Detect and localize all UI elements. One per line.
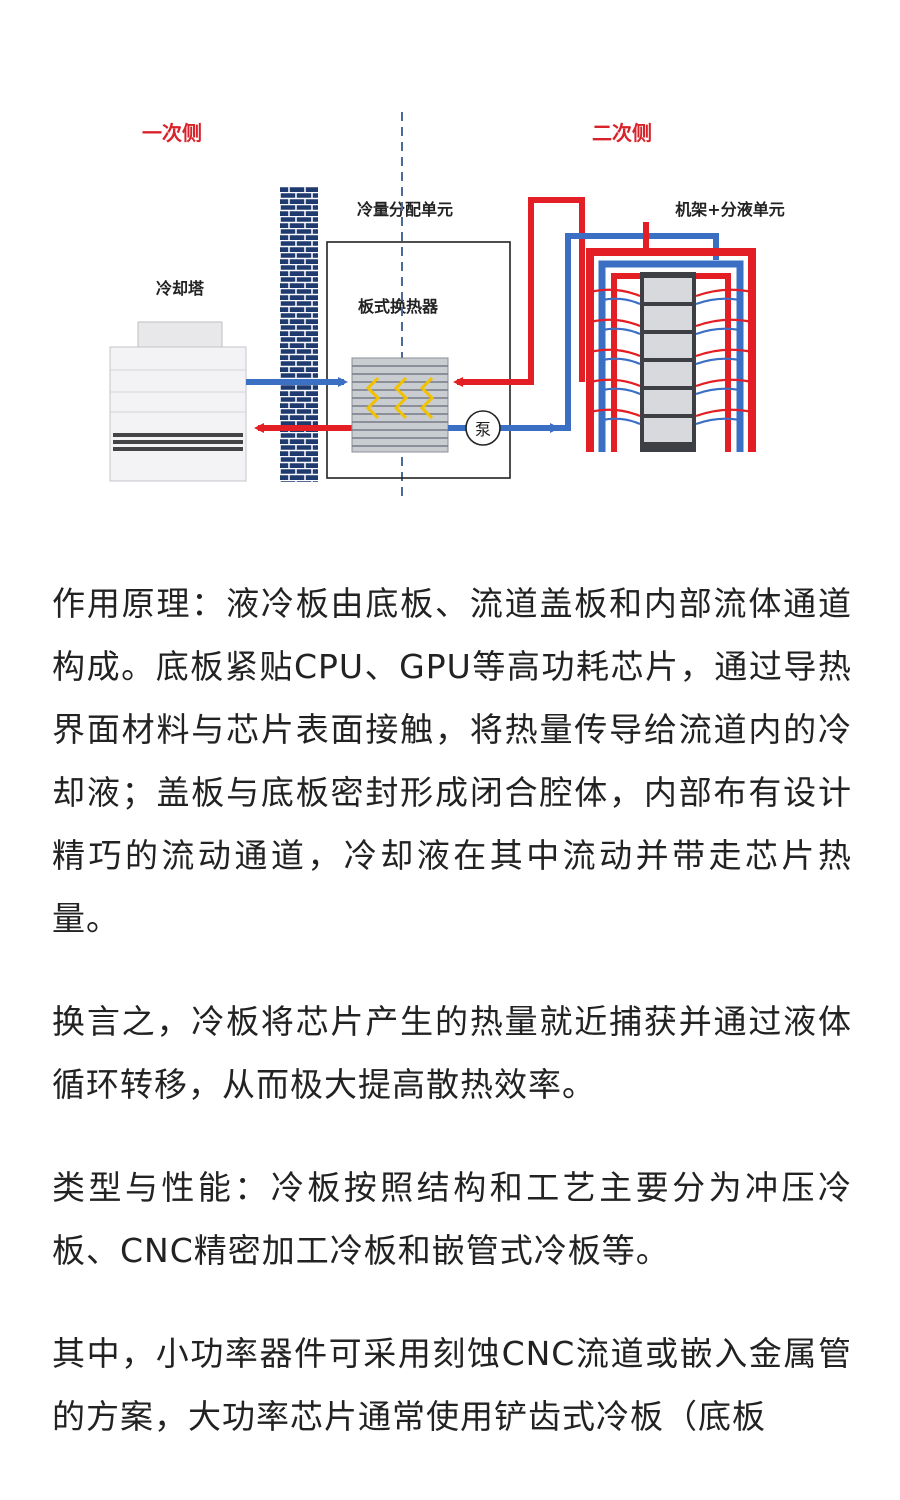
secondary-return-pipe xyxy=(453,197,585,387)
paragraph-summary: 换言之，冷板将芯片产生的热量就近捕获并通过液体循环转移，从而极大提高散热效率。 xyxy=(52,1002,852,1104)
rack-label: 机架+分液单元 xyxy=(675,200,784,219)
paragraph-types: 类型与性能：冷板按照结构和工艺主要分为冲压冷板、CNC精密加工冷板和嵌管式冷板等… xyxy=(52,1168,852,1270)
primary-side-label: 一次侧 xyxy=(142,121,202,145)
heat-exchanger-label: 板式换热器 xyxy=(358,297,439,316)
paragraph-principle: 作用原理：液冷板由底板、流道盖板和内部流体通道构成。底板紧贴CPU、GPU等高功… xyxy=(52,584,852,938)
server-rack-icon xyxy=(640,272,696,452)
cooling-hoses xyxy=(589,288,753,426)
cooling-tower-label: 冷却塔 xyxy=(156,279,205,298)
article-body: 作用原理：液冷板由底板、流道盖板和内部流体通道构成。底板紧贴CPU、GPU等高功… xyxy=(52,572,852,1488)
liquid-cooling-system-diagram: 一次侧 二次侧 冷量分配单元 机架+分液单元 冷却塔 板式换热器 xyxy=(109,112,785,498)
secondary-side-label: 二次侧 xyxy=(592,121,652,145)
pump-label: 泵 xyxy=(475,420,491,439)
pump-icon xyxy=(465,410,501,446)
brick-wall xyxy=(280,187,318,482)
cdu-label: 冷量分配单元 xyxy=(357,200,453,219)
plate-heat-exchanger-icon xyxy=(351,357,449,453)
paragraph-detail: 其中，小功率器件可采用刻蚀CNC流道或嵌入金属管的方案，大功率芯片通常使用铲齿式… xyxy=(52,1334,852,1436)
cooling-tower-icon xyxy=(109,321,247,482)
cdu-box xyxy=(326,241,511,479)
